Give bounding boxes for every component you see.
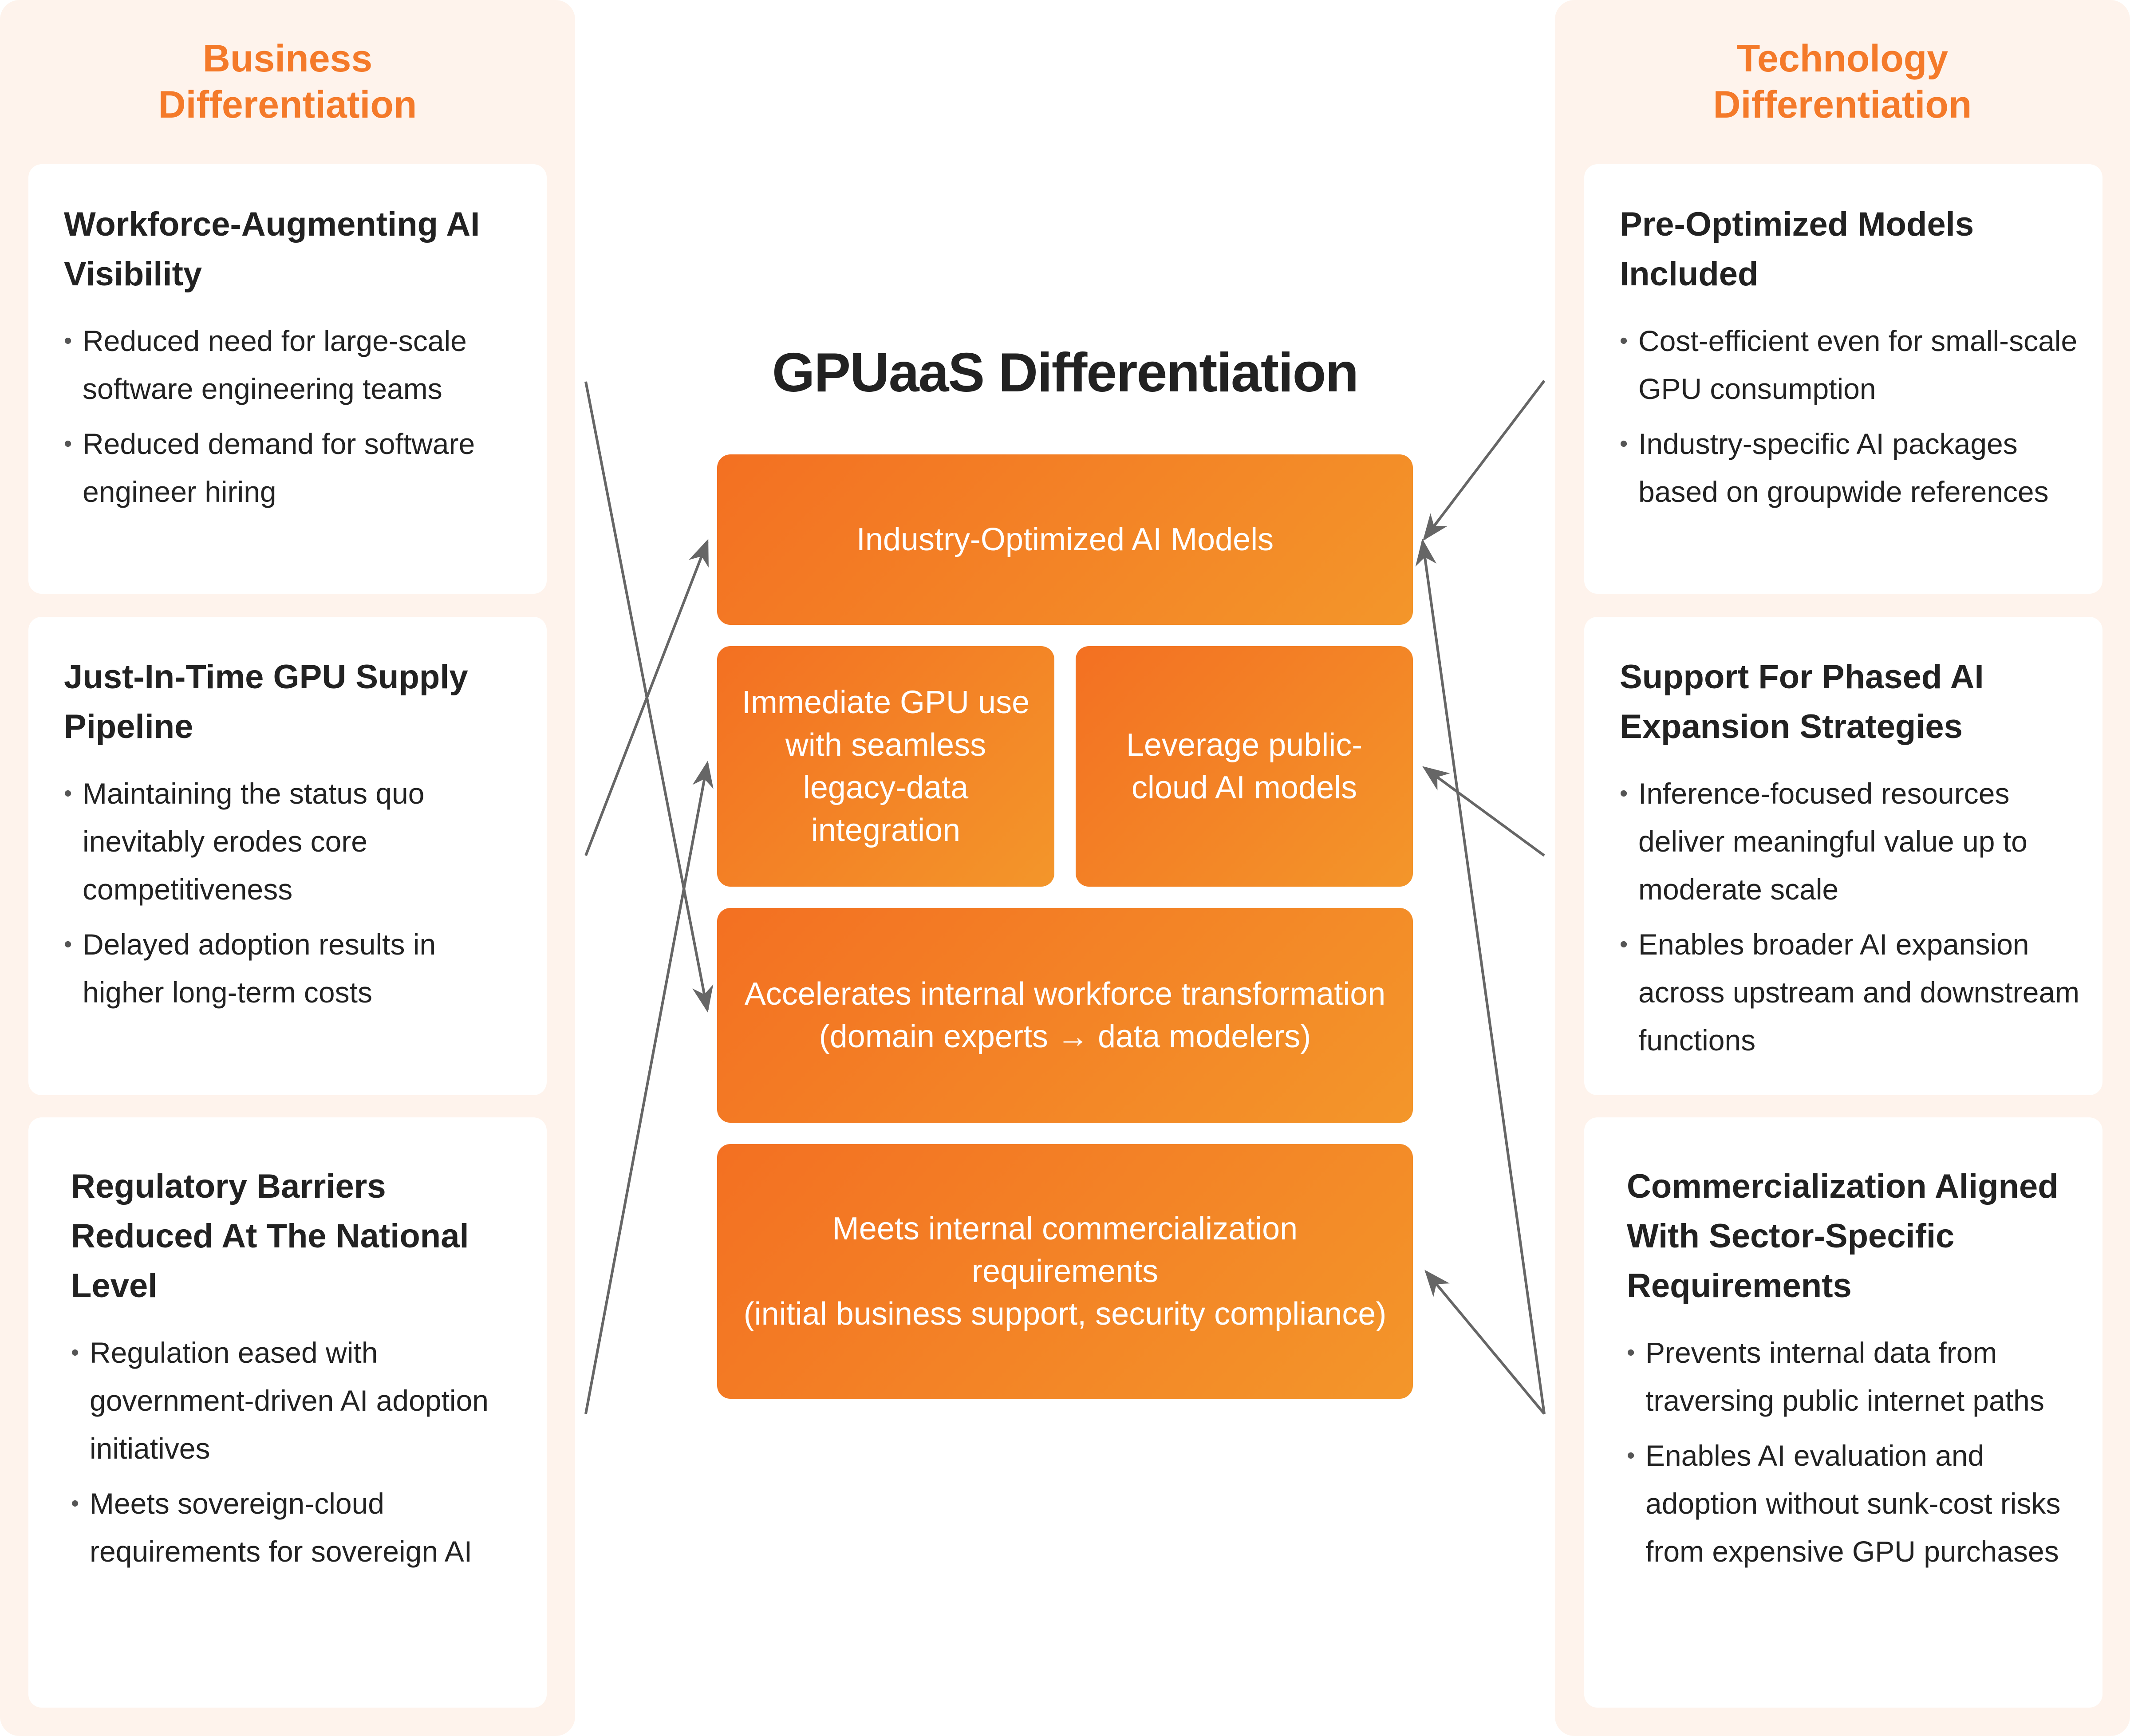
arrow-technology1-to-center2 <box>1422 766 1545 857</box>
arrow-business1-to-center0 <box>584 539 709 856</box>
card-title: Workforce-Augmenting AI Visibility <box>64 205 480 293</box>
card-bullets: Prevents internal data from traversing p… <box>1627 1329 2089 1575</box>
card-title: Commercialization Aligned With Sector-Sp… <box>1627 1168 2059 1305</box>
card-title: Regulatory Barriers Reduced At The Natio… <box>71 1168 469 1305</box>
diagram-title: GPUaaS Differentiation <box>772 342 1359 403</box>
business-card-workforce: Workforce-Augmenting AI Visibility Reduc… <box>28 164 547 594</box>
bullet-item: Reduced demand for software engineer hir… <box>64 420 520 516</box>
card-title: Support For Phased AI Expansion Strategi… <box>1620 658 1984 746</box>
center-box-label: Leverage public-cloud AI models <box>1126 727 1363 805</box>
center-box-industry-models: Industry-Optimized AI Models <box>717 454 1413 625</box>
technology-card-phased-expansion: Support For Phased AI Expansion Strategi… <box>1584 617 2102 1095</box>
center-box-commercialization: Meets internal commercialization require… <box>717 1144 1413 1399</box>
card-bullets: Cost-efficient even for small-scale GPU … <box>1620 317 2085 516</box>
technology-panel-heading: Technology Differentiation <box>1713 37 1972 126</box>
business-card-gpu-supply: Just-In-Time GPU Supply Pipeline Maintai… <box>28 617 547 1095</box>
center-box-workforce-transformation: Accelerates internal workforce transform… <box>717 908 1413 1123</box>
center-box-public-cloud: Leverage public-cloud AI models <box>1076 646 1413 887</box>
bullet-item: Cost-efficient even for small-scale GPU … <box>1620 317 2085 413</box>
arrow-technology2-to-center4 <box>1424 1270 1546 1415</box>
business-card-regulatory: Regulatory Barriers Reduced At The Natio… <box>28 1117 547 1708</box>
card-bullets: Inference-focused resources deliver mean… <box>1620 769 2085 1064</box>
center-box-label: Accelerates internal workforce transform… <box>744 976 1386 1054</box>
arrow-business0-to-center3 <box>584 381 714 1013</box>
arrow-technology0-to-center0 <box>1423 380 1546 541</box>
technology-card-pre-optimized: Pre-Optimized Models Included Cost-effic… <box>1584 164 2102 594</box>
bullet-item: Meets sovereign-cloud requirements for s… <box>71 1480 520 1575</box>
bullet-item: Enables AI evaluation and adoption witho… <box>1627 1432 2089 1575</box>
card-title: Just-In-Time GPU Supply Pipeline <box>64 658 468 746</box>
bullet-item: Maintaining the status quo inevitably er… <box>64 769 520 913</box>
center-box-label: Industry-Optimized AI Models <box>856 522 1274 557</box>
center-box-label: Immediate GPU use with seamless legacy-d… <box>742 685 1030 848</box>
bullet-item: Delayed adoption results in higher long-… <box>64 920 520 1016</box>
arrow-business2-to-center1 <box>584 761 714 1414</box>
technology-card-commercialization: Commercialization Aligned With Sector-Sp… <box>1584 1117 2102 1708</box>
card-bullets: Reduced need for large-scale software en… <box>64 317 520 516</box>
arrow-technology2-to-center0 <box>1415 539 1546 1414</box>
card-bullets: Maintaining the status quo inevitably er… <box>64 769 520 1016</box>
center-box-immediate-gpu: Immediate GPU use with seamless legacy-d… <box>717 646 1054 887</box>
bullet-item: Enables broader AI expansion across upst… <box>1620 920 2085 1064</box>
card-title: Pre-Optimized Models Included <box>1620 205 1974 293</box>
bullet-item: Industry-specific AI packages based on g… <box>1620 420 2085 516</box>
center-box-label: Meets internal commercialization require… <box>743 1211 1387 1332</box>
bullet-item: Reduced need for large-scale software en… <box>64 317 520 413</box>
bullet-item: Inference-focused resources deliver mean… <box>1620 769 2085 913</box>
business-differentiation-panel: Business Differentiation Workforce-Augme… <box>0 0 575 1736</box>
card-bullets: Regulation eased with government-driven … <box>71 1329 520 1575</box>
business-panel-heading: Business Differentiation <box>158 37 417 126</box>
bullet-item: Prevents internal data from traversing p… <box>1627 1329 2089 1424</box>
bullet-item: Regulation eased with government-driven … <box>71 1329 520 1472</box>
